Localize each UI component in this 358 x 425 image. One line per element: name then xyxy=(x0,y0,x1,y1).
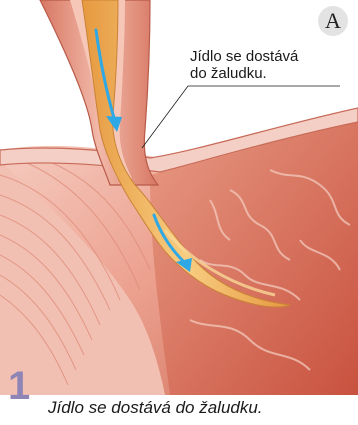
panel-letter-badge: A xyxy=(318,6,348,36)
caption: Jídlo se dostává do žaludku. xyxy=(48,398,263,418)
step-number: 1 xyxy=(8,366,30,406)
callout-label: Jídlo se dostává do žaludku. xyxy=(190,48,340,82)
